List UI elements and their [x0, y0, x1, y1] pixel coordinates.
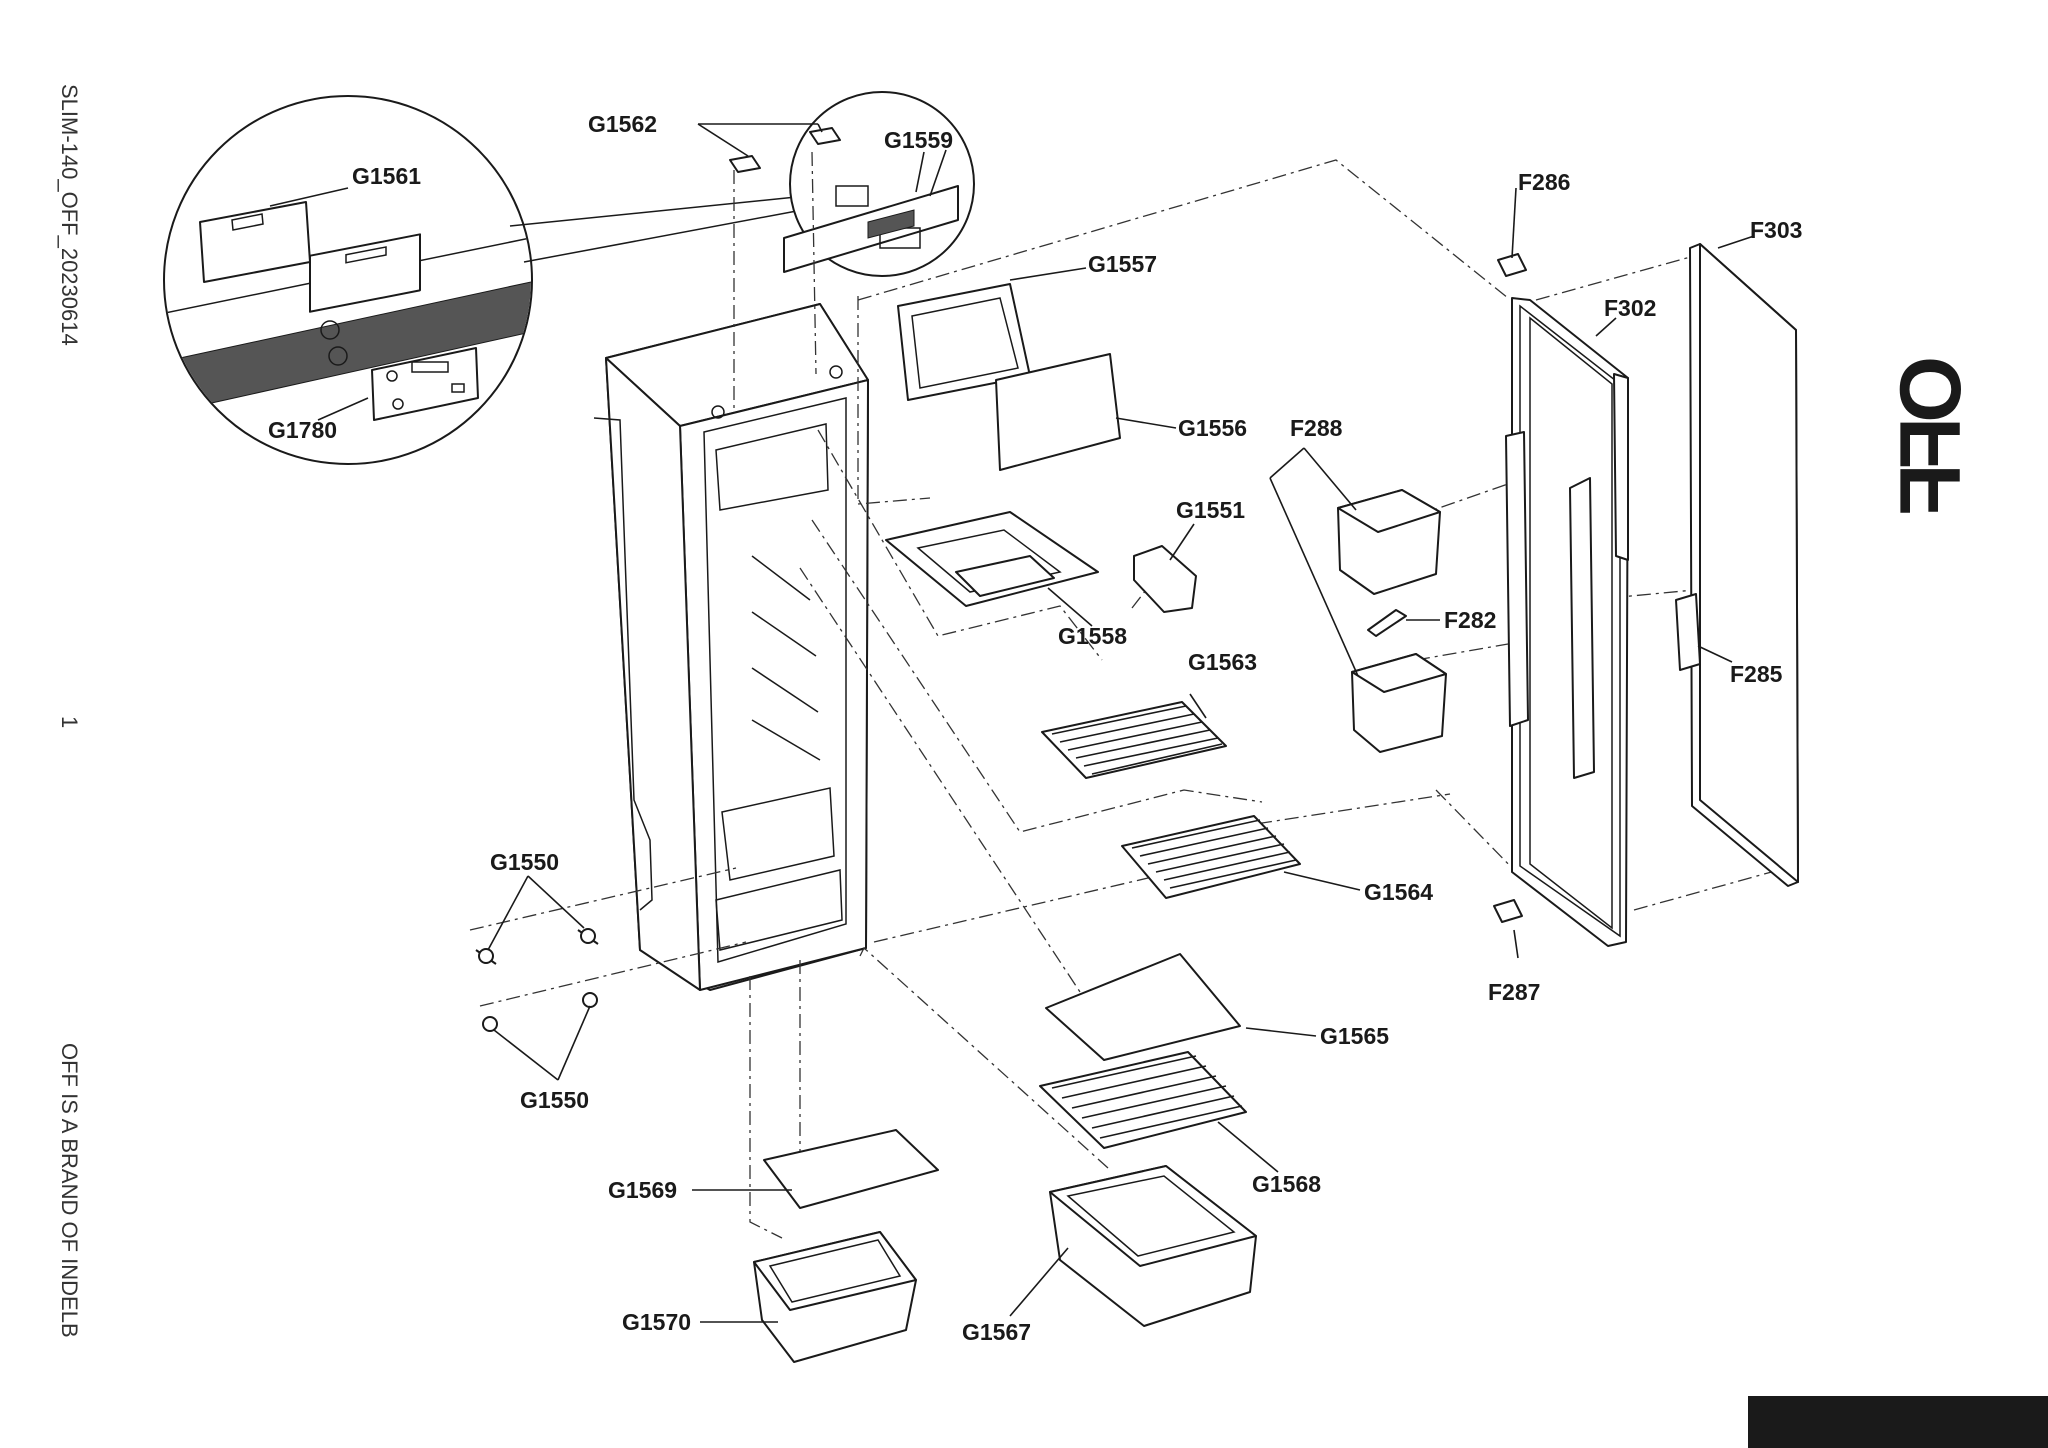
label-G1557: G1557 — [1088, 251, 1157, 277]
label-G1570: G1570 — [622, 1309, 691, 1335]
part-G1568 — [1039, 1051, 1247, 1149]
part-F288 — [1337, 489, 1447, 753]
part-G1557 — [897, 283, 1031, 401]
label-F282: F282 — [1444, 607, 1496, 633]
doc-code: SLIM-140_OFF_20230614 — [57, 84, 82, 346]
label-F287: F287 — [1488, 979, 1540, 1005]
label-F288: F288 — [1290, 415, 1343, 441]
part-F282 — [1367, 609, 1407, 637]
label-G1780: G1780 — [268, 417, 337, 443]
label-G1562: G1562 — [588, 111, 657, 137]
part-G1550-top — [475, 928, 599, 965]
part-G1570 — [753, 1231, 917, 1363]
part-G1550-bottom — [482, 992, 598, 1032]
label-G1565: G1565 — [1320, 1023, 1389, 1049]
label-G1567: G1567 — [962, 1319, 1031, 1345]
part-F287 — [1493, 899, 1523, 923]
cabinet-body — [593, 303, 869, 991]
brand-logo: OFF — [1883, 356, 1979, 513]
label-G1558: G1558 — [1058, 623, 1127, 649]
label-G1550-top: G1550 — [490, 849, 559, 875]
label-G1564: G1564 — [1364, 879, 1433, 905]
footer-bar — [1748, 1396, 2048, 1448]
label-F303: F303 — [1750, 217, 1802, 243]
label-G1563: G1563 — [1188, 649, 1257, 675]
part-G1558 — [885, 511, 1099, 607]
label-G1569: G1569 — [608, 1177, 677, 1203]
label-G1551: G1551 — [1176, 497, 1245, 523]
part-G1565 — [1045, 953, 1241, 1061]
page-number: 1 — [57, 716, 82, 728]
part-G1551 — [1133, 545, 1197, 613]
label-F302: F302 — [1604, 295, 1656, 321]
label-G1556: G1556 — [1178, 415, 1247, 441]
hinge-plate-right — [809, 127, 841, 145]
part-G1567 — [1049, 1165, 1257, 1327]
part-F303 — [1689, 243, 1799, 887]
control-panel-detail: G1561 G1780 — [163, 95, 533, 465]
part-G1563 — [1041, 701, 1227, 779]
brand-note: OFF IS A BRAND OF INDELB — [57, 1043, 82, 1338]
part-G1564 — [1121, 815, 1301, 899]
label-G1568: G1568 — [1252, 1171, 1321, 1197]
label-G1559: G1559 — [884, 127, 953, 153]
svg-text:OFF: OFF — [1883, 356, 1979, 513]
part-F285 — [1675, 593, 1701, 671]
label-G1561: G1561 — [352, 163, 421, 189]
label-F285: F285 — [1730, 661, 1783, 687]
label-F286: F286 — [1518, 169, 1570, 195]
part-F302 — [1505, 297, 1629, 947]
hinge-plate-left — [729, 155, 761, 173]
part-G1556 — [995, 353, 1121, 471]
label-G1550-bottom: G1550 — [520, 1087, 589, 1113]
part-G1569 — [763, 1129, 939, 1209]
